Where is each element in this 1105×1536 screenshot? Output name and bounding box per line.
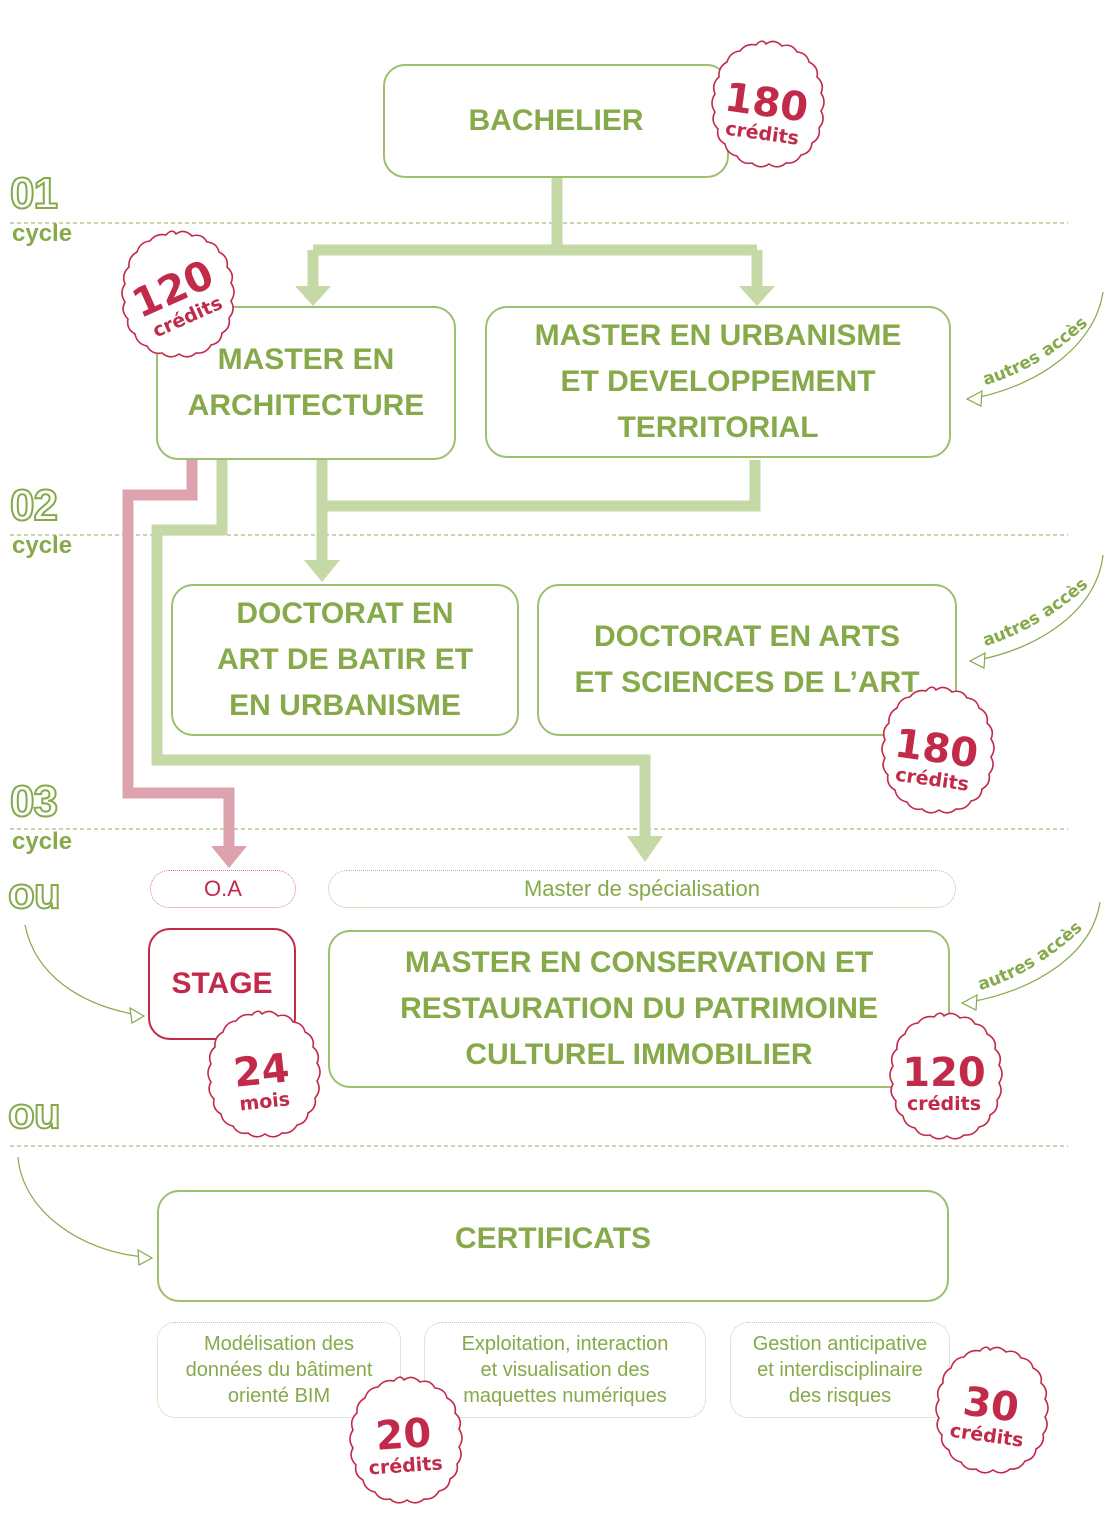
seal-doctorat-arts: 180 crédits [881,686,995,814]
cycle-number-2: 02 [9,481,59,530]
certificats-box: CERTIFICATS [157,1190,949,1302]
master-urbanisme-line-3: TERRITORIAL [617,411,819,444]
svg-text:24: 24 [231,1045,291,1097]
cycle-label-2: cycle [12,532,73,559]
doctorat-arts-line-2: ET SCIENCES DE L’ART [574,666,920,699]
seal-stage: 24 mois [207,1010,321,1138]
master-specialisation-label: Master de spécialisation [523,876,760,901]
master-specialisation-pill: Master de spécialisation [328,870,956,908]
certificate-maquettes-line-1: Exploitation, interaction [461,1333,669,1355]
doctorat-batir-line-1: DOCTORAT EN [236,597,454,630]
certificate-risques-line-2: et interdisciplinaire [757,1359,923,1381]
cycle-label-1: cycle [12,220,73,247]
svg-text:30: 30 [960,1378,1022,1431]
certificats-label: CERTIFICATS [454,1222,652,1255]
oa-pill: O.A [150,870,296,908]
certificate-risques: Gestion anticipative et interdisciplinai… [730,1322,950,1418]
seal-bachelier: 180 crédits [711,40,825,168]
certificate-bim-line-3: orienté BIM [227,1385,331,1407]
seal-certificate-20: 20 crédits [349,1376,463,1504]
certificate-risques-line-3: des risques [788,1385,892,1407]
cycle-label-3: cycle [12,828,73,855]
doctorat-batir-box: DOCTORAT EN ART DE BATIR ET EN URBANISME [171,584,519,736]
stage-label: STAGE [171,967,273,1000]
certificate-bim: Modélisation des données du bâtiment ori… [157,1322,401,1418]
certificate-bim-line-2: données du bâtiment [185,1359,373,1381]
master-conservation-box: MASTER EN CONSERVATION ET RESTAURATION D… [328,930,950,1088]
master-conservation-line-2: RESTAURATION DU PATRIMOINE [400,992,878,1025]
svg-text:120: 120 [902,1050,986,1096]
seal-master-architecture: 120 crédits [121,230,235,358]
svg-text:crédits: crédits [907,1093,981,1115]
doctorat-arts-line-1: DOCTORAT EN ARTS [593,620,901,653]
master-architecture-line-2: ARCHITECTURE [187,389,425,422]
master-urbanisme-box: MASTER EN URBANISME ET DEVELOPPEMENT TER… [485,306,951,458]
certificate-maquettes-line-2: et visualisation des [480,1359,650,1381]
bachelier-box: BACHELIER [383,64,729,178]
master-urbanisme-line-2: ET DEVELOPPEMENT [560,365,876,398]
ou-label-1: ou [7,869,62,918]
bachelier-label: BACHELIER [468,104,644,137]
oa-label: O.A [204,876,242,901]
master-conservation-line-1: MASTER EN CONSERVATION ET [404,946,874,979]
master-urbanisme-line-1: MASTER EN URBANISME [534,319,902,352]
svg-text:crédits: crédits [368,1452,443,1479]
master-conservation-line-3: CULTUREL IMMOBILIER [465,1038,813,1071]
doctorat-batir-line-2: ART DE BATIR ET [216,643,474,676]
master-architecture-line-1: MASTER EN [217,343,395,376]
doctorat-batir-line-3: EN URBANISME [229,689,461,722]
certificate-maquettes-line-3: maquettes numériques [463,1385,667,1407]
seal-certificate-30: 30 crédits [935,1346,1049,1474]
svg-text:20: 20 [374,1410,433,1460]
certificate-maquettes: Exploitation, interaction et visualisati… [424,1322,706,1418]
ou-label-2: ou [7,1089,62,1138]
doctorat-arts-box: DOCTORAT EN ARTS ET SCIENCES DE L’ART [537,584,957,736]
certificate-bim-line-1: Modélisation des [203,1333,355,1355]
certificate-risques-line-1: Gestion anticipative [752,1333,928,1355]
seal-master-conservation: 120 crédits [889,1012,1003,1140]
stage-box: STAGE [148,928,296,1040]
svg-text:mois: mois [238,1088,291,1115]
cycle-number-1: 01 [9,169,59,218]
cycle-number-3: 03 [9,777,59,826]
